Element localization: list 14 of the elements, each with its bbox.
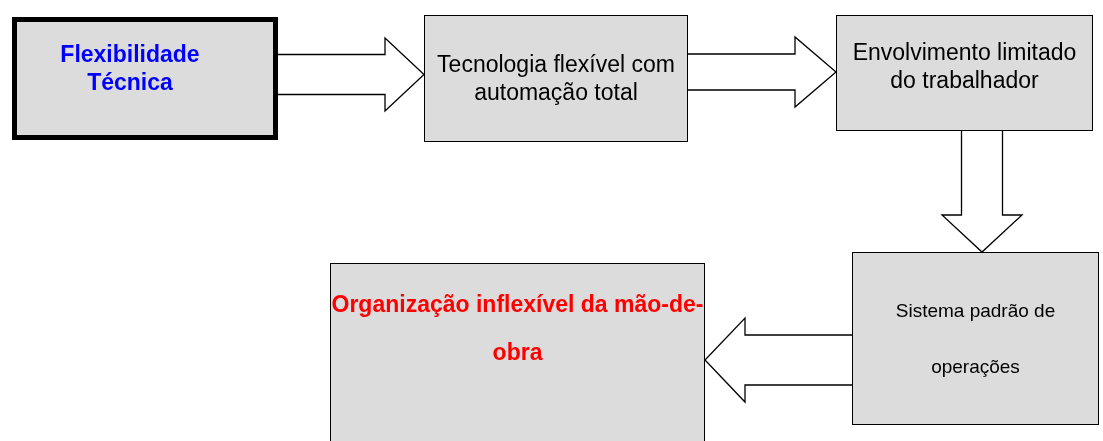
process-box bbox=[852, 252, 1099, 425]
box-label: Envolvimento limitado do trabalhador bbox=[851, 39, 1078, 95]
process-box bbox=[330, 263, 705, 441]
block-arrow bbox=[940, 130, 1024, 253]
block-arrow bbox=[704, 316, 853, 404]
process-box bbox=[424, 15, 688, 142]
box-label: Organização inflexível da mão-de-obra bbox=[331, 289, 704, 367]
process-box bbox=[12, 17, 278, 140]
process-box bbox=[836, 15, 1093, 131]
box-label: Flexibilidade Técnica bbox=[59, 40, 201, 97]
block-arrow bbox=[687, 35, 837, 109]
box-label: Tecnologia flexível com automação total bbox=[436, 50, 676, 107]
box-label: Sistema padrão de operações bbox=[894, 299, 1057, 379]
block-arrow bbox=[277, 36, 425, 113]
